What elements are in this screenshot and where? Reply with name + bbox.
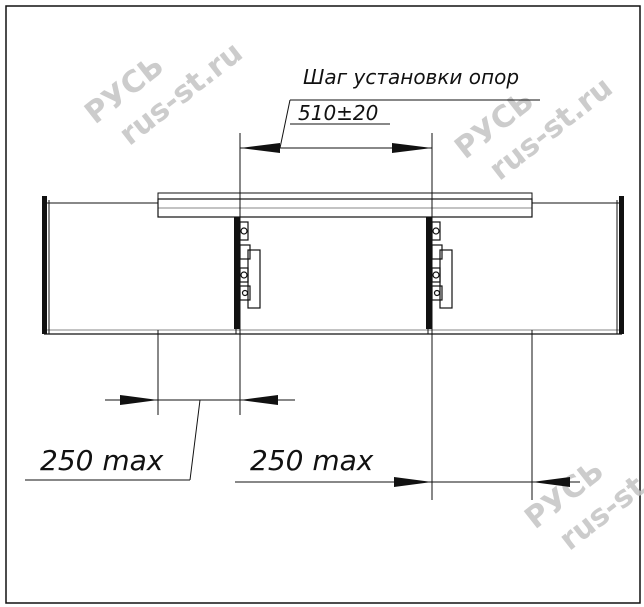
watermark-top-right: РУСЬ rus-st.ru (448, 70, 619, 188)
left-overhang-label: 250 max (40, 444, 164, 477)
watermark-top-left: РУСЬ rus-st.ru (78, 35, 249, 153)
right-overhang-dimension (235, 477, 580, 487)
left-overhang-dimension (25, 395, 295, 481)
support-spacing-value: 510±20 (298, 101, 378, 125)
right-overhang-label: 250 max (250, 444, 374, 477)
support-spacing-title: Шаг установки опор (303, 65, 519, 89)
drawing-frame (5, 5, 641, 604)
support-bracket-left (234, 217, 261, 334)
spacing-dimension-line (240, 143, 432, 153)
cable-tray (42, 192, 624, 335)
spacing-leader (279, 99, 540, 149)
watermark-bottom-right: РУСЬ rus-st.ru (518, 440, 644, 558)
support-bracket-right (426, 217, 453, 334)
